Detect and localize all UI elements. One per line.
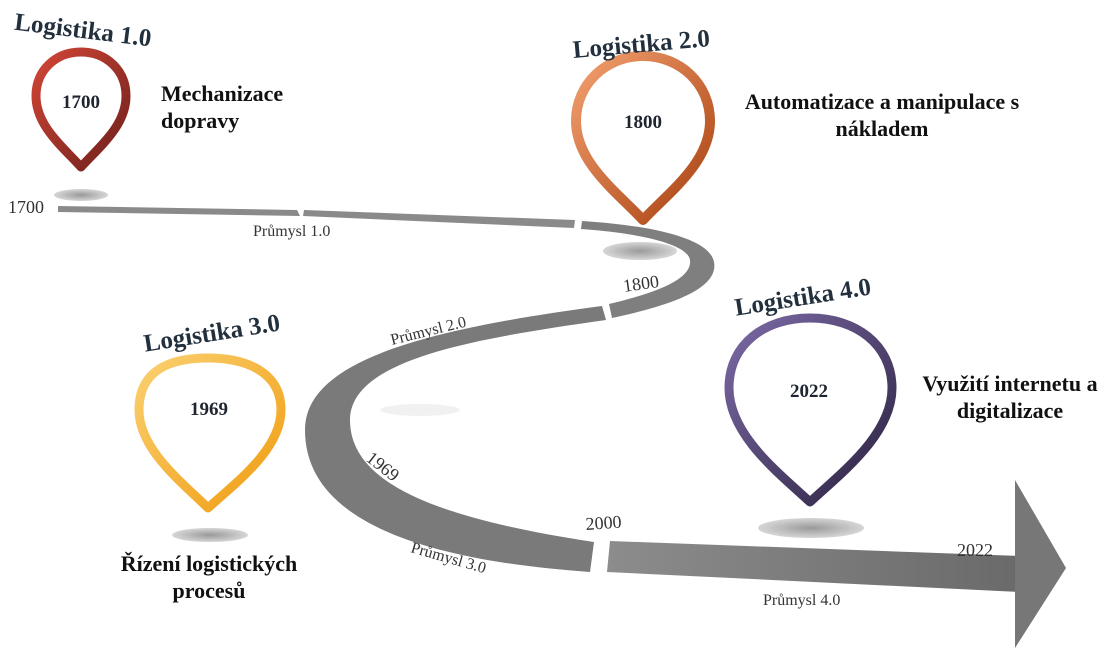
pin-year: 1700 xyxy=(62,92,100,113)
road-year-label: 1800 xyxy=(622,271,660,296)
caption-line: Mechanizace xyxy=(161,81,284,106)
pin-shadow xyxy=(758,518,864,538)
milestone-title: Logistika 3.0 xyxy=(142,310,282,358)
road-phase-label: Průmysl 1.0 xyxy=(253,223,330,240)
pin-shadow xyxy=(603,242,677,260)
road-year-label: 1700 xyxy=(8,197,44,217)
caption-line: dopravy xyxy=(161,108,240,133)
caption-line: Řízení logistických xyxy=(120,551,298,576)
milestone-pin-4: 2022 Logistika 4.0 xyxy=(724,274,897,538)
caption-line: nákladem xyxy=(835,116,929,141)
milestone-caption-4: Využití internetu a digitalizace xyxy=(910,370,1109,424)
road-year-label: 2022 xyxy=(957,540,993,560)
milestone-caption-3: Řízení logistických procesů xyxy=(106,550,312,604)
pin-year: 1800 xyxy=(624,112,662,133)
milestone-pin-3: 1969 Logistika 3.0 xyxy=(134,310,286,542)
milestone-pin-1: 1700 Logistika 1.0 xyxy=(13,9,153,201)
caption-line: Automatizace a manipulace s xyxy=(744,89,1020,114)
map-pin-icon xyxy=(31,47,131,172)
road-band xyxy=(607,541,1020,592)
road-band xyxy=(303,210,575,228)
pin-shadow xyxy=(172,528,248,542)
road-phase-label: Průmysl 4.0 xyxy=(763,592,840,609)
road-band xyxy=(58,206,300,216)
caption-line: digitalizace xyxy=(956,398,1064,423)
road-year-label: 2000 xyxy=(585,512,622,534)
caption-line: procesů xyxy=(172,578,246,603)
map-pin-icon xyxy=(571,51,715,225)
map-pin-icon xyxy=(134,353,286,513)
pin-shadow xyxy=(54,189,108,201)
road-shadow xyxy=(380,404,460,416)
milestone-caption-1: Mechanizace dopravy xyxy=(161,80,283,134)
milestone-caption-2: Automatizace a manipulace s nákladem xyxy=(732,88,1032,142)
map-pin-icon xyxy=(724,313,897,507)
road-arrow-head xyxy=(1015,480,1066,648)
road-band xyxy=(305,306,606,572)
road xyxy=(58,206,1066,648)
milestone-title: Logistika 1.0 xyxy=(13,9,153,53)
pin-year: 1969 xyxy=(190,399,228,420)
caption-line: Využití internetu a xyxy=(922,371,1098,396)
pin-year: 2022 xyxy=(790,381,828,402)
road-band xyxy=(581,221,715,318)
